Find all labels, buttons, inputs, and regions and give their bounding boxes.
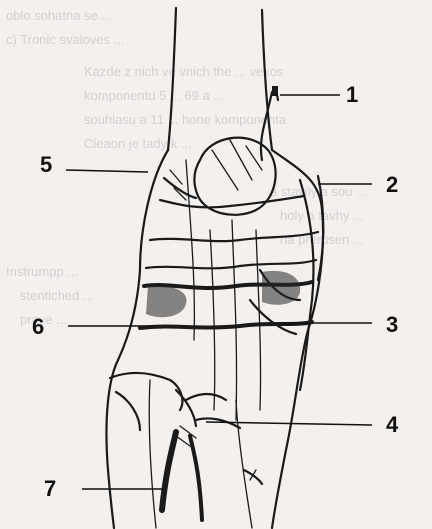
vessel [232,220,237,420]
shaded-regions [146,271,300,317]
callout-4: 4 [386,412,399,437]
vessel [210,230,215,410]
small-branch [244,470,262,484]
bleed-line: stentiched ... [20,288,94,303]
callout-2: 2 [386,172,398,197]
lateral-branch [250,300,296,334]
lower-leg [110,373,262,520]
vessel [186,160,194,340]
vessel-lower [190,436,202,520]
tendon-marker [272,86,278,96]
vessel [256,230,261,410]
bleed-line: Cleaon je tady k ... [84,136,192,151]
lateral-condyle-shade [262,271,300,305]
vessel-branch [176,390,196,426]
ligament-band [146,260,316,268]
leg-right-contour [272,150,323,528]
callout-7: 7 [44,476,56,501]
bleed-line: c) Tronic svaloves ... [6,32,124,47]
callout-3: 3 [386,312,398,337]
leader-5 [66,170,148,172]
bleed-line: oblo sohatna se ... [6,8,112,23]
bleed-line: komponentu 5 ... 69 a ... [84,88,224,103]
patella-region [194,86,278,215]
main-vessel [162,432,176,510]
bleed-line: Kazde z nich ve vnich the ... vekos [84,64,284,79]
callout-1: 1 [346,82,358,107]
callout-5: 5 [40,152,52,177]
femur-left-edge [168,8,176,150]
tibia-curve [116,392,140,430]
vessel-branch [186,394,226,400]
patella-hatching [212,140,262,190]
leg-left-contour [106,150,168,528]
tibia-head [110,373,182,410]
medial-condyle-shade [146,286,187,318]
bleed-line: souhlasu a 11 ... hone komponenta [84,112,287,127]
calf-line [236,400,252,528]
bleed-line: Instrumpp ... [6,264,78,279]
callout-6: 6 [32,314,44,339]
calf-line [149,380,156,528]
leader-lines [66,95,372,489]
